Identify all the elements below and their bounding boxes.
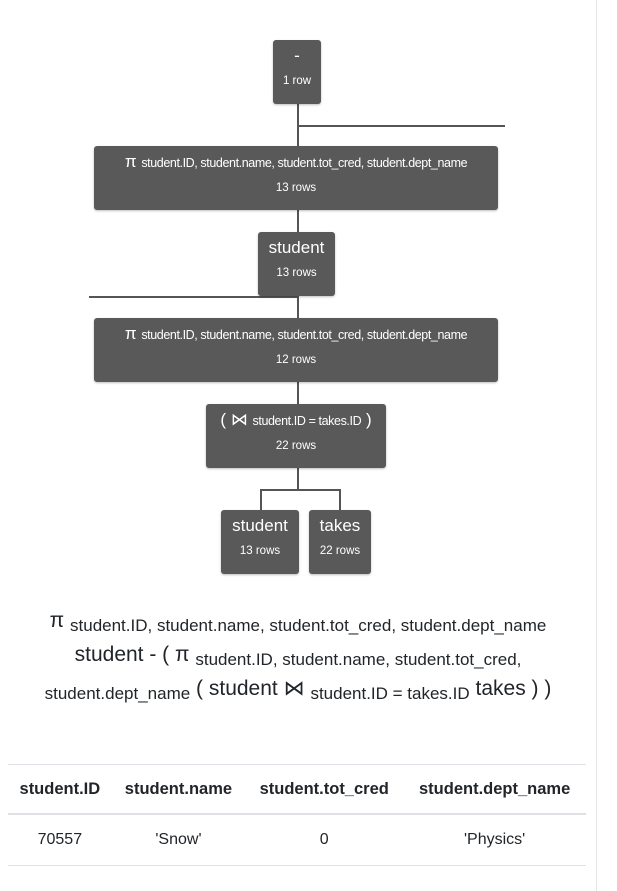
tree-edge bbox=[297, 468, 299, 490]
expr-attributes: student.dept_name bbox=[44, 684, 191, 703]
projection-attributes: student.ID, student.name, student.tot_cr… bbox=[141, 328, 468, 342]
node-row-count: 13 rows bbox=[239, 545, 281, 557]
node-label: student bbox=[232, 516, 288, 535]
result-table: student.ID student.name student.tot_cred… bbox=[8, 764, 586, 866]
tree-edge bbox=[260, 489, 262, 510]
tree-edge bbox=[339, 489, 341, 510]
expr-join-condition: student.ID = takes.ID bbox=[310, 684, 470, 703]
tree-edge bbox=[260, 489, 341, 491]
tree-edge bbox=[297, 296, 299, 318]
expr-join: ( student ⋈ bbox=[196, 677, 305, 700]
table-row: 70557 'Snow' 0 'Physics' bbox=[8, 814, 586, 866]
tree-node-student-relation[interactable]: student 13 rows bbox=[258, 232, 335, 296]
column-header[interactable]: student.name bbox=[111, 764, 246, 815]
pi-symbol: π bbox=[124, 324, 137, 343]
pi-symbol: π bbox=[49, 609, 65, 632]
node-row-count: 1 row bbox=[282, 75, 312, 87]
tree-node-join[interactable]: ( ⋈ student.ID = takes.ID ) 22 rows bbox=[206, 404, 386, 468]
expr-line-1: π student.ID, student.name, student.tot_… bbox=[0, 606, 596, 640]
expr-attributes: student.ID, student.name, student.tot_cr… bbox=[195, 650, 522, 669]
node-row-count: 22 rows bbox=[319, 545, 361, 557]
node-row-count: 22 rows bbox=[275, 440, 317, 452]
node-row-count: 12 rows bbox=[275, 354, 317, 366]
tree-edge bbox=[297, 125, 505, 127]
table-cell: 'Physics' bbox=[403, 814, 586, 866]
expr-line-3: student.dept_name ( student ⋈ student.ID… bbox=[0, 674, 596, 708]
tree-node-difference[interactable]: - 1 row bbox=[273, 40, 321, 104]
node-row-count: 13 rows bbox=[275, 182, 317, 194]
panel-divider bbox=[596, 0, 597, 891]
tree-edge bbox=[297, 382, 299, 404]
node-label: student bbox=[268, 238, 325, 257]
expr-difference: student - ( π bbox=[74, 643, 190, 666]
join-condition: student.ID = takes.ID bbox=[252, 414, 362, 428]
table-cell: 0 bbox=[245, 814, 404, 866]
tree-node-student-leaf[interactable]: student 13 rows bbox=[221, 510, 299, 574]
paren-close: ) bbox=[365, 410, 372, 429]
node-label: - bbox=[294, 46, 300, 65]
paren-open: ( bbox=[220, 410, 227, 429]
table-cell: 70557 bbox=[8, 814, 112, 866]
tree-node-projection-top[interactable]: π student.ID, student.name, student.tot_… bbox=[94, 146, 498, 210]
pi-symbol: π bbox=[124, 152, 137, 171]
tree-edge bbox=[89, 296, 299, 298]
node-row-count: 13 rows bbox=[276, 267, 317, 279]
table-cell: 'Snow' bbox=[111, 814, 246, 866]
node-label: takes bbox=[319, 516, 361, 535]
tree-node-takes-leaf[interactable]: takes 22 rows bbox=[309, 510, 371, 574]
column-header[interactable]: student.ID bbox=[8, 764, 112, 815]
join-icon: ⋈ bbox=[230, 410, 248, 429]
expr-line-2: student - ( π student.ID, student.name, … bbox=[0, 640, 596, 674]
expr-join-close: takes ) ) bbox=[475, 677, 552, 700]
expr-attributes: student.ID, student.name, student.tot_cr… bbox=[70, 616, 547, 635]
column-header[interactable]: student.tot_cred bbox=[245, 764, 404, 815]
table-header-row: student.ID student.name student.tot_cred… bbox=[8, 764, 586, 815]
tree-node-projection-inner[interactable]: π student.ID, student.name, student.tot_… bbox=[94, 318, 498, 382]
column-header[interactable]: student.dept_name bbox=[403, 764, 586, 815]
projection-attributes: student.ID, student.name, student.tot_cr… bbox=[141, 156, 468, 170]
tree-edge bbox=[297, 210, 299, 232]
relational-algebra-expression: π student.ID, student.name, student.tot_… bbox=[0, 606, 596, 708]
